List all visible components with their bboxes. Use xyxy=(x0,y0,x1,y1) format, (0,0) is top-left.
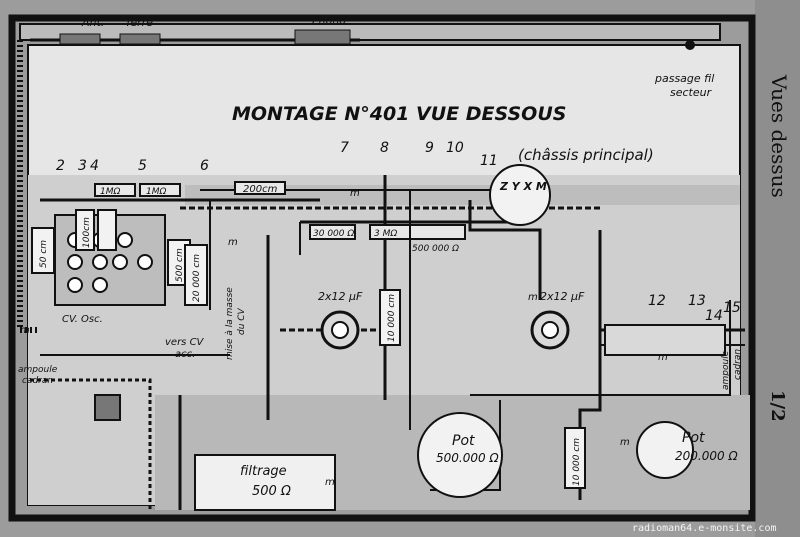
resistor-1mo-b: 1MΩ xyxy=(146,187,166,197)
masse-note-line2: du CV xyxy=(237,307,247,335)
terminal-number: 8 xyxy=(380,140,389,156)
bottom-connector xyxy=(94,394,121,421)
terminal-number: 5 xyxy=(138,158,147,174)
capacitor-2x12-a: 2x12 μF xyxy=(318,290,363,303)
page-number: 1/2 xyxy=(767,390,788,422)
passage-note-line1: passage fil xyxy=(654,72,714,85)
masse-marker: m xyxy=(620,437,630,448)
label-ant: Ant. xyxy=(81,16,104,29)
masse-marker: m xyxy=(350,188,360,199)
terminal-number: 13 xyxy=(688,293,706,309)
capacitor-10000-a: 10 000 cm xyxy=(387,294,397,342)
resistor-30000: 30 000 Ω xyxy=(313,229,354,239)
potentiometers xyxy=(417,412,694,498)
masse-marker: m xyxy=(528,292,538,303)
ampoule-right-line1: ampoule xyxy=(721,350,731,390)
terminal-number: 6 xyxy=(200,158,209,174)
ampoule-left-line2: cadran xyxy=(22,376,53,386)
terminal-number: 11 xyxy=(480,153,498,169)
capacitor-2x12-b: 2x12 μF xyxy=(540,290,585,303)
label-phono: Phono xyxy=(312,14,346,27)
page-margin xyxy=(755,0,800,537)
capacitor-500: 500 cm xyxy=(175,248,185,282)
ampoule-left-line1: ampoule xyxy=(18,365,58,375)
terminal-numbers: 2 3 4 5 6 7 8 9 10 11 12 13 14 15 xyxy=(56,140,741,324)
electrolytic-capacitors xyxy=(320,310,570,350)
tube-socket-left xyxy=(54,214,166,306)
capacitor-50: 50 cm xyxy=(39,240,49,268)
terminal-number: 12 xyxy=(648,293,666,309)
pot-1-name: Pot xyxy=(452,433,475,449)
resistor-3mo: 3 MΩ xyxy=(374,229,397,239)
terminal-number: 7 xyxy=(340,140,349,156)
left-cable xyxy=(17,40,40,333)
capacitor-100: 100cm xyxy=(82,217,92,248)
masse-marker: m xyxy=(20,325,30,336)
filtrage-value: 500 Ω xyxy=(252,484,291,499)
watermark: radioman64.e-monsite.com xyxy=(632,523,777,534)
ampoule-right-line2: cadran xyxy=(733,349,743,380)
masse-marker: m xyxy=(658,352,668,363)
tube-pins-label: Z Y X M xyxy=(499,180,547,193)
terminal-number: 14 xyxy=(705,308,723,324)
capacitor-10000-b: 10 000 cm xyxy=(572,438,582,486)
label-terre: Terre xyxy=(125,16,153,29)
capacitor-200: 200cm xyxy=(243,184,278,195)
tag-strip-right xyxy=(604,324,726,356)
vers-cv-line1: vers CV xyxy=(165,337,205,348)
capacitor-bodies xyxy=(31,209,586,489)
masse-marker: m xyxy=(325,477,335,488)
masse-markers: m m m m m m m xyxy=(20,188,668,488)
terminal-number: 2 xyxy=(56,158,65,174)
pot-2-name: Pot xyxy=(682,430,705,446)
terminal-number: 3 xyxy=(78,158,87,174)
resistor-1mo-a: 1MΩ xyxy=(100,187,120,197)
diagram-title: MONTAGE N°401 VUE DESSOUS xyxy=(232,103,566,125)
masse-marker: m xyxy=(228,237,238,248)
vers-cv-line2: acc. xyxy=(175,349,195,360)
masse-note-line1: mise à la masse xyxy=(225,287,235,360)
terminal-number: 10 xyxy=(446,140,464,156)
tube-socket-zyxm xyxy=(489,164,551,226)
resistor-500000: 500 000 Ω xyxy=(412,244,459,254)
diagram-subtitle: (châssis principal) xyxy=(518,146,654,164)
filtrage-choke xyxy=(194,454,336,511)
terminal-number: 4 xyxy=(90,158,99,174)
capacitor-20000: 20 000 cm xyxy=(192,254,202,302)
pot-2-value: 200.000 Ω xyxy=(675,449,738,463)
filtrage-name: filtrage xyxy=(240,464,287,479)
terminal-number: 15 xyxy=(723,300,741,316)
top-terminal-bar xyxy=(19,23,721,50)
pot-1-value: 500.000 Ω xyxy=(436,451,499,465)
side-text: Vues dessus xyxy=(767,74,791,198)
passage-note-line2: secteur xyxy=(670,86,713,99)
resistor-bodies xyxy=(94,181,466,240)
terminal-number: 9 xyxy=(425,140,434,156)
cv-osc-label: CV. Osc. xyxy=(62,314,103,325)
